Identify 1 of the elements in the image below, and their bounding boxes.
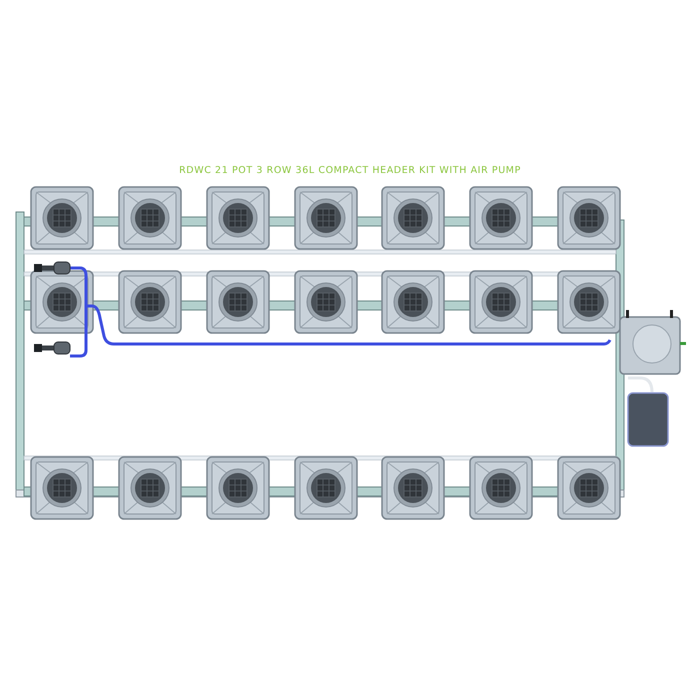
diagram-title: RDWC 21 POT 3 ROW 36L COMPACT HEADER KIT WITH AIR PUMP — [178, 164, 522, 178]
